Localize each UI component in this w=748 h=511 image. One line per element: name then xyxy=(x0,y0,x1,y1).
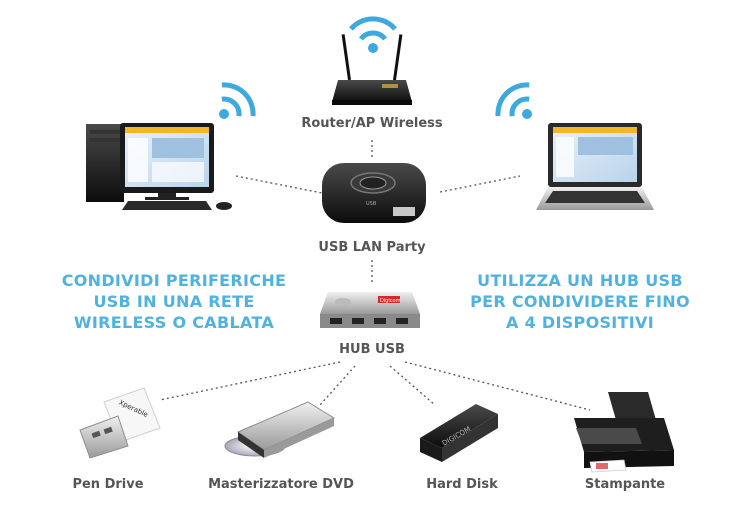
pen-drive-icon: Xperable xyxy=(79,387,161,459)
printer-icon xyxy=(574,392,674,473)
label-pen-drive: Pen Drive xyxy=(72,477,144,492)
right-slogan: UTILIZZA UN HUB USB PER CONDIVIDERE FINO… xyxy=(458,270,702,333)
connector-laptop-lanparty xyxy=(439,175,521,193)
desktop-pc-icon xyxy=(86,123,232,210)
wifi-icon xyxy=(219,82,256,119)
dvd-writer-icon xyxy=(224,401,336,458)
laptop-icon xyxy=(536,123,654,210)
usb-lan-party-mark: USB xyxy=(366,201,377,207)
usb-lan-party-icon: USB xyxy=(322,163,426,223)
wifi-icon xyxy=(349,16,397,53)
router-icon xyxy=(332,34,412,105)
connector-hub-pendrive xyxy=(159,361,341,401)
left-slogan: CONDIVIDI PERIFERICHE USB IN UNA RETE WI… xyxy=(52,270,296,333)
label-hard-disk: Hard Disk xyxy=(426,477,498,492)
connector-pc-lanparty xyxy=(235,175,323,194)
label-hub-usb: HUB USB xyxy=(339,342,405,357)
hub-brand: Digicom xyxy=(380,298,401,304)
right-slogan-line: UTILIZZA UN HUB USB xyxy=(477,271,683,290)
connector-hub-harddisk xyxy=(389,365,436,406)
label-usb-lan-party: USB LAN Party xyxy=(318,240,426,255)
connector-hub-dvd xyxy=(319,365,356,406)
usb-hub-icon: Digicom xyxy=(320,292,420,328)
left-slogan-line: WIRELESS O CABLATA xyxy=(73,313,275,332)
left-slogan-line: USB IN UNA RETE xyxy=(93,292,255,311)
right-slogan-line: A 4 DISPOSITIVI xyxy=(506,313,654,332)
right-slogan-line: PER CONDIVIDERE FINO xyxy=(470,292,690,311)
hard-disk-icon: DIGICOM xyxy=(420,404,498,462)
connector-lines xyxy=(159,140,591,411)
label-dvd-writer: Masterizzatore DVD xyxy=(208,477,354,492)
label-router: Router/AP Wireless xyxy=(301,116,443,131)
label-printer: Stampante xyxy=(584,477,666,492)
left-slogan-line: CONDIVIDI PERIFERICHE xyxy=(61,271,287,290)
wifi-icon xyxy=(495,82,532,119)
connector-hub-printer xyxy=(404,361,591,411)
